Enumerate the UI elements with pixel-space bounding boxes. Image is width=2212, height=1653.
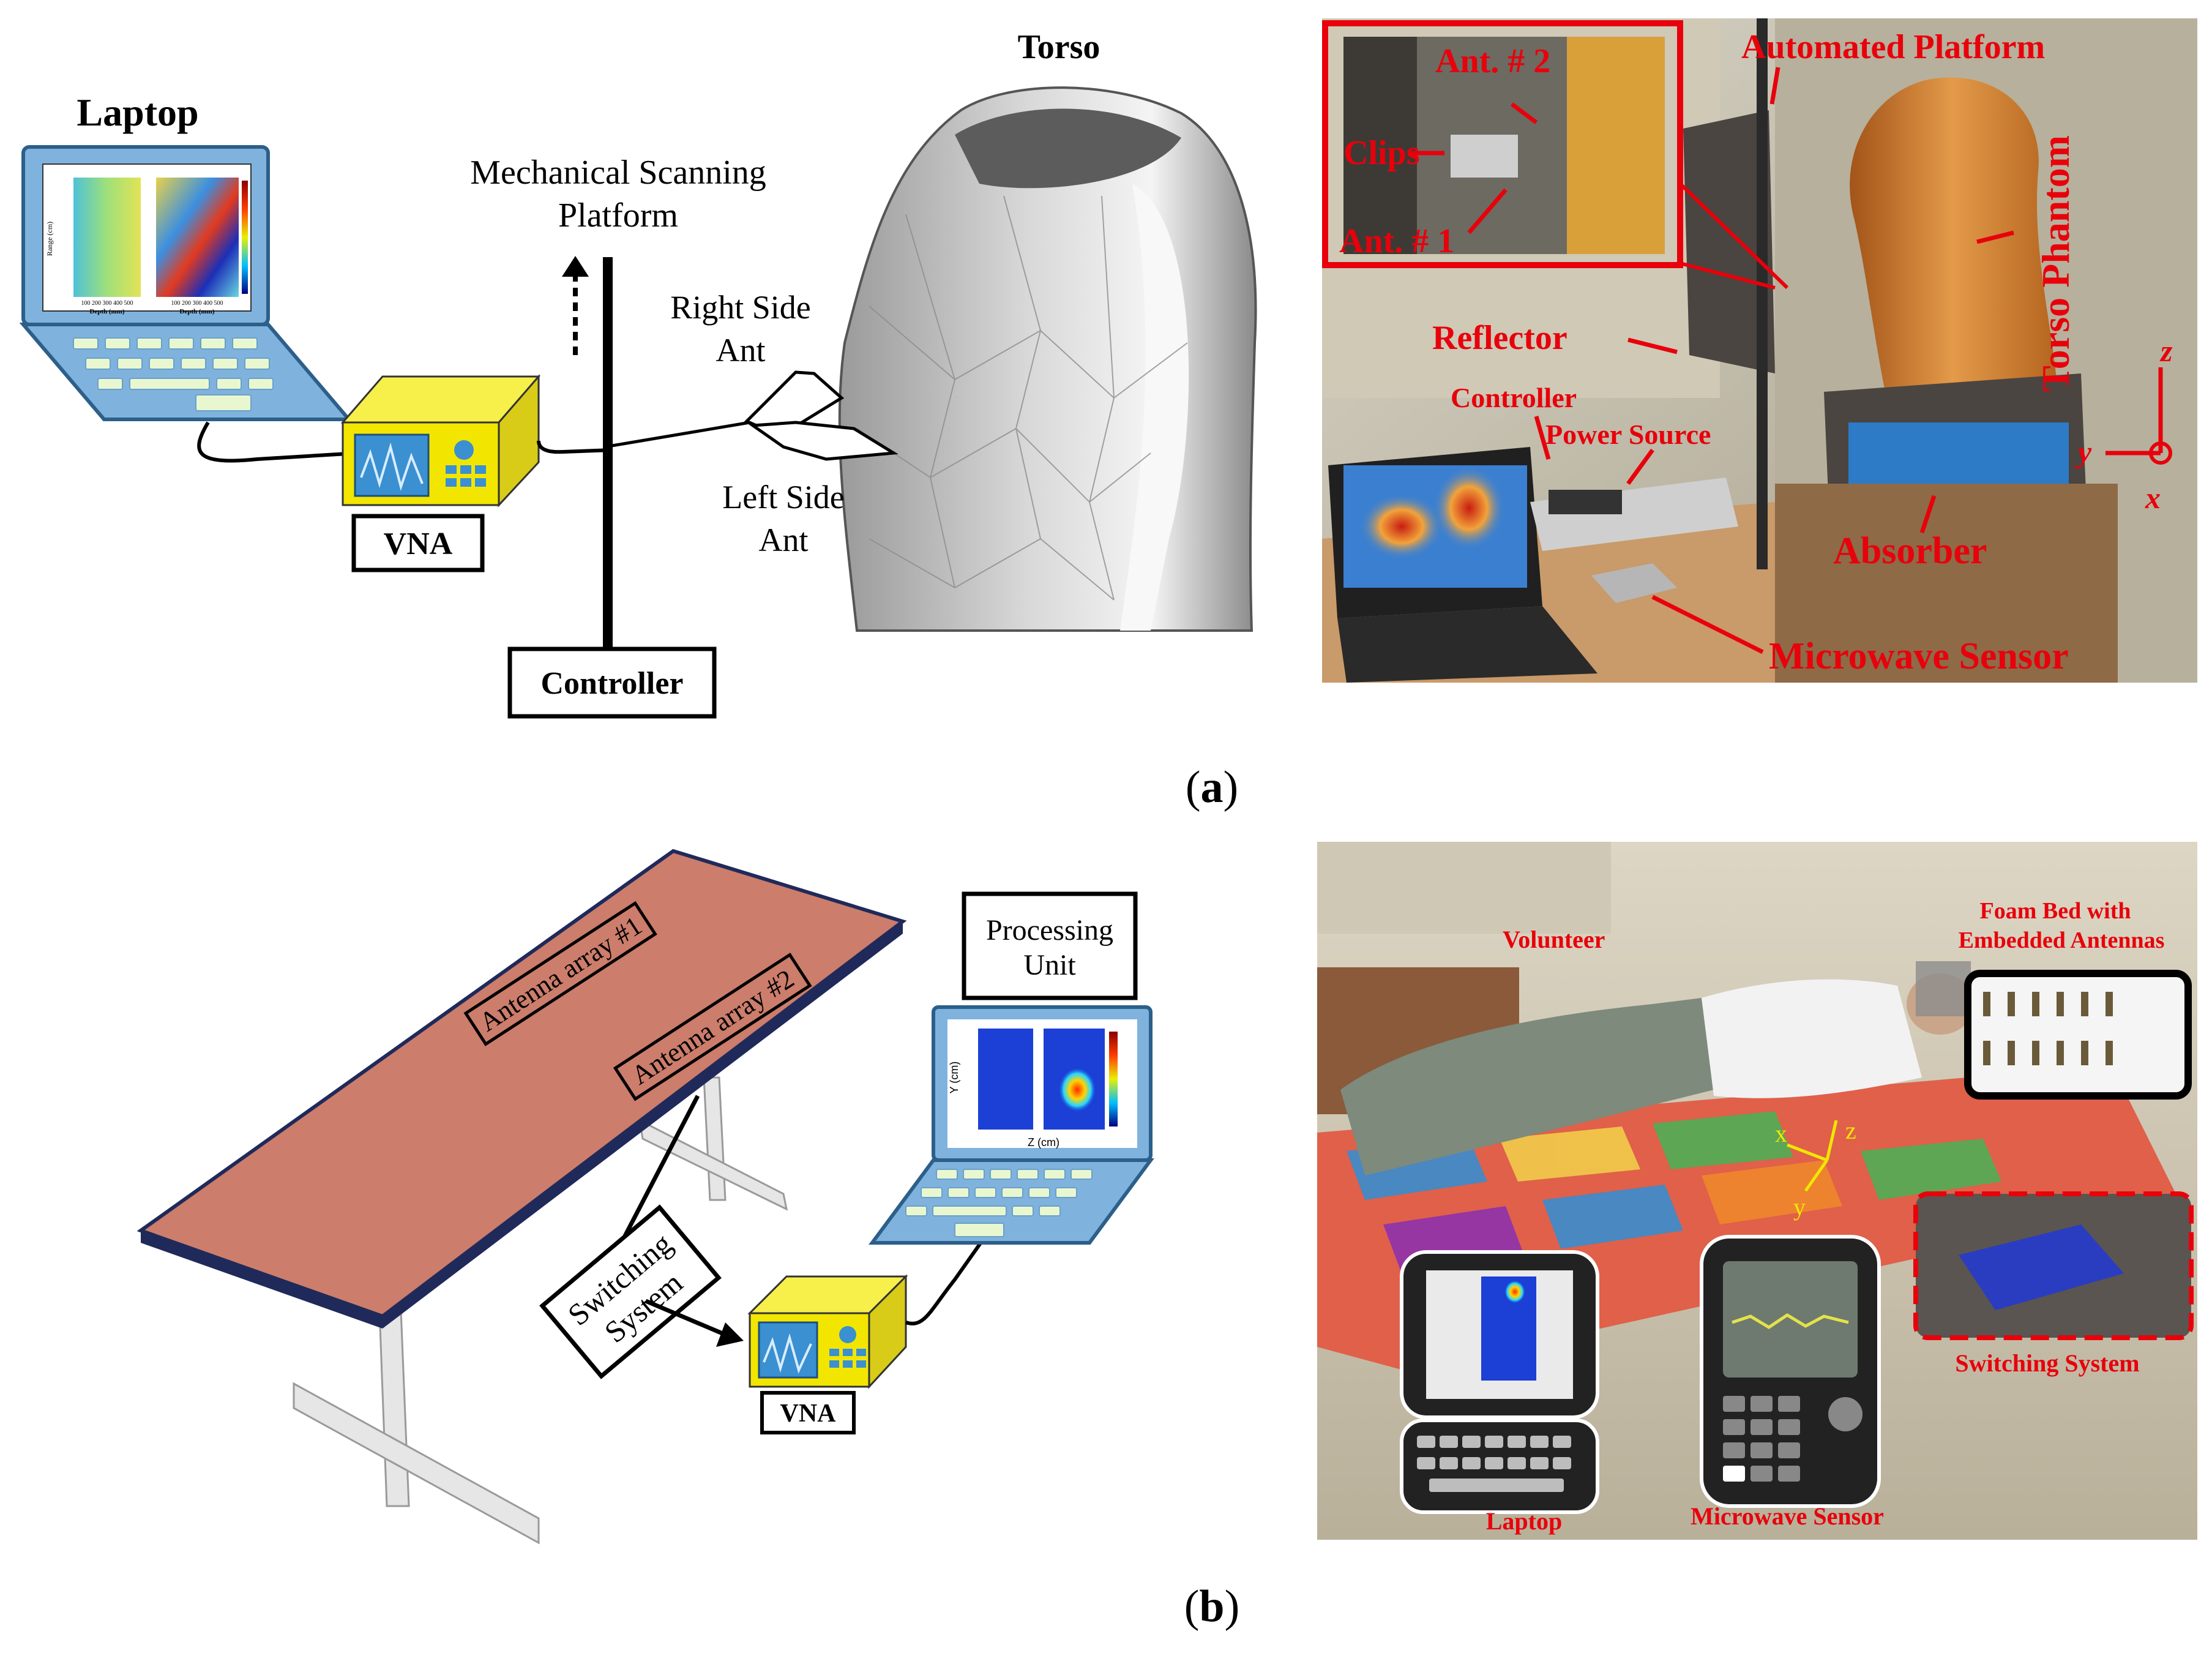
vna-icon-b [747, 1274, 908, 1389]
reflector-label: Reflector [1432, 319, 1567, 357]
panel-b-photo: x z y Volunteer Foam Bed with Embedded A… [1317, 842, 2197, 1540]
axis-x-a: x [2145, 481, 2161, 515]
axis-y-b: y [1793, 1193, 1806, 1221]
axis-z-a: z [2159, 334, 2173, 368]
laptop-photo-label: Laptop [1486, 1507, 1563, 1535]
laptop-heatmap-xlabel-left: Depth (mm) [89, 308, 124, 315]
laptop-icon: Range (cm) 100 200 300 400 500 100 200 3… [19, 145, 353, 421]
microwave-sensor-photo-label-b: Microwave Sensor [1691, 1502, 1884, 1530]
processing-unit-label-line1: Processing [986, 914, 1113, 946]
panel-a-photo: Ant. # 2 Clips Ant. # 1 Automated Platfo… [1322, 18, 2197, 683]
processing-laptop-icon: Y (cm) Z (cm) [869, 1005, 1154, 1245]
microwave-sensor-photo-label: Microwave Sensor [1769, 635, 2069, 677]
processing-unit-label-line2: Unit [1023, 949, 1076, 981]
torso-model [838, 86, 1257, 632]
power-source-label: Power Source [1545, 419, 1711, 450]
axis-y-a: y [2075, 435, 2092, 469]
vna-label-b: VNA [780, 1400, 837, 1428]
laptop-heatmap-xlabel-right: Depth (mm) [179, 308, 214, 315]
foam-bed-label-line1: Foam Bed with [1980, 898, 2131, 924]
torso-phantom-label: Torso Phantom [2034, 135, 2077, 392]
laptop-label: Laptop [77, 91, 198, 134]
automated-platform-label: Automated Platform [1741, 28, 2045, 66]
axis-z-b: z [1845, 1117, 1856, 1144]
plot-ylabel-b: Y (cm) [948, 1062, 960, 1094]
panel-a-diagram: Laptop Range (cm) 100 200 300 400 500 10… [19, 28, 1257, 719]
plot-xlabel-b: Z (cm) [1028, 1136, 1059, 1149]
antenna-inset [1964, 970, 2192, 1100]
axis-x-b: x [1775, 1120, 1787, 1147]
vna-icon [340, 373, 541, 508]
right-side-ant-label-line2: Ant [716, 332, 766, 369]
foam-bed-label-line2: Embedded Antennas [1959, 928, 2165, 953]
laptop-heatmap-xticks-left: 100 200 300 400 500 [81, 300, 133, 307]
absorber-label: Absorber [1833, 530, 1987, 572]
left-side-ant-label-line1: Left Side [722, 479, 844, 515]
clips-label: Clips [1343, 134, 1420, 172]
table-top [136, 849, 907, 1319]
caption-b: (b) [1184, 1581, 1239, 1632]
panel-b-diagram: Antenna array #1 Antenna array #2 Switch… [136, 849, 1154, 1545]
caption-a: (a) [1186, 762, 1238, 812]
laptop-heatmap-ylabel: Range (cm) [45, 222, 54, 256]
controller-label: Controller [541, 666, 684, 701]
left-side-ant-label-line2: Ant [759, 522, 809, 558]
antennas-icon [744, 370, 899, 461]
photo-microwave-sensor-icon [1700, 1235, 1881, 1508]
right-side-ant-label-line1: Right Side [670, 289, 811, 326]
mechanical-scanning-label-line2: Platform [558, 197, 678, 234]
volunteer-label: Volunteer [1503, 926, 1605, 953]
torso-label: Torso [1018, 28, 1100, 66]
ant1-label: Ant. # 1 [1339, 222, 1454, 260]
vna-label: VNA [384, 527, 453, 561]
controller-photo-label: Controller [1451, 382, 1577, 413]
switching-system-photo-label: Switching System [1955, 1349, 2139, 1377]
photo-laptop-icon [1400, 1250, 1599, 1514]
ant2-label: Ant. # 2 [1435, 42, 1550, 80]
laptop-heatmap-xticks-right: 100 200 300 400 500 [171, 300, 223, 307]
mechanical-scanning-label-line1: Mechanical Scanning [470, 154, 766, 192]
